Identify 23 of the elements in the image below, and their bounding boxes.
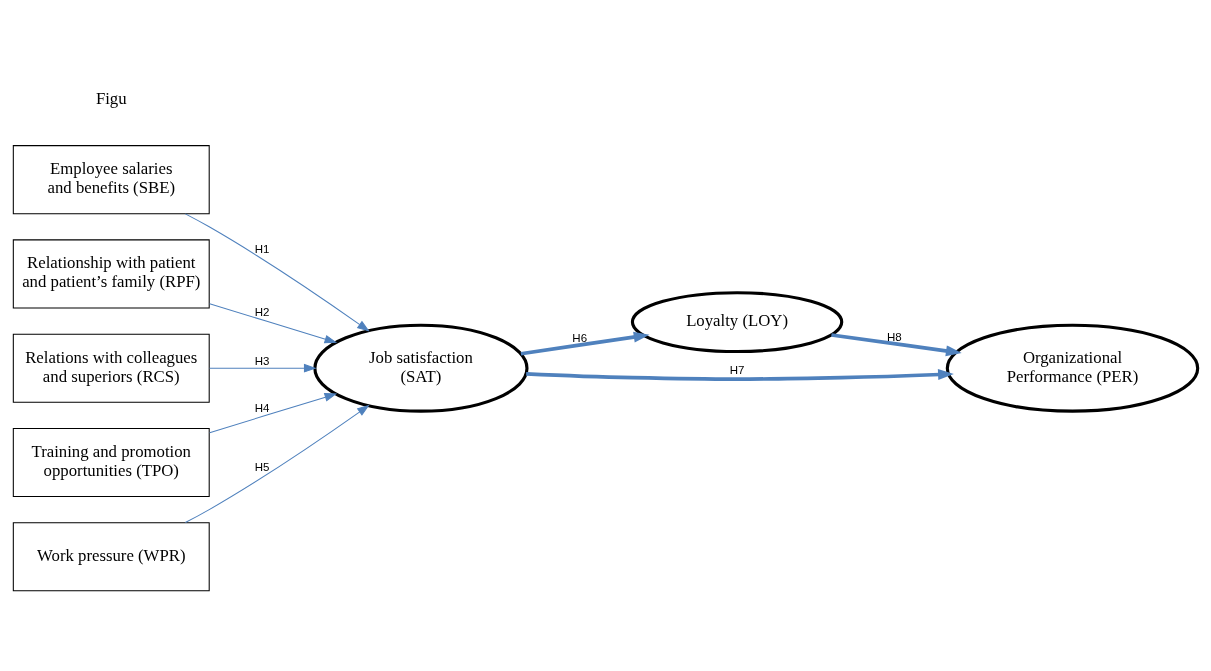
edge-label: H7 xyxy=(729,363,745,376)
arrow xyxy=(209,392,338,433)
node-box: Relationship with patient and patient’s family (RPF) xyxy=(12,238,210,308)
edge-label: H6 xyxy=(572,331,588,344)
arrow xyxy=(209,363,317,373)
node-ellipse: Job satisfaction (SAT) xyxy=(313,323,529,413)
arrow xyxy=(520,331,650,355)
label: Figu xyxy=(95,88,127,108)
arrow xyxy=(184,404,370,523)
arrow xyxy=(526,368,954,381)
arrow xyxy=(184,212,370,332)
edge-label: H1 xyxy=(254,242,270,255)
arrow xyxy=(831,332,962,356)
node-box: Training and promotion opportunities (TPO) xyxy=(12,427,210,497)
edge-label: H4 xyxy=(254,401,270,414)
node-box: Employee salaries and benefits (SBE) xyxy=(12,144,210,214)
edge-label: H8 xyxy=(887,330,902,343)
edge-label: H2 xyxy=(254,305,270,318)
node-box: Relations with colleagues and superiors (RCS) xyxy=(12,333,210,403)
edge-label: H3 xyxy=(254,354,270,367)
edge-label: H5 xyxy=(254,460,270,473)
node-box: Work pressure (WPR) xyxy=(12,521,210,591)
arrow xyxy=(209,302,338,343)
